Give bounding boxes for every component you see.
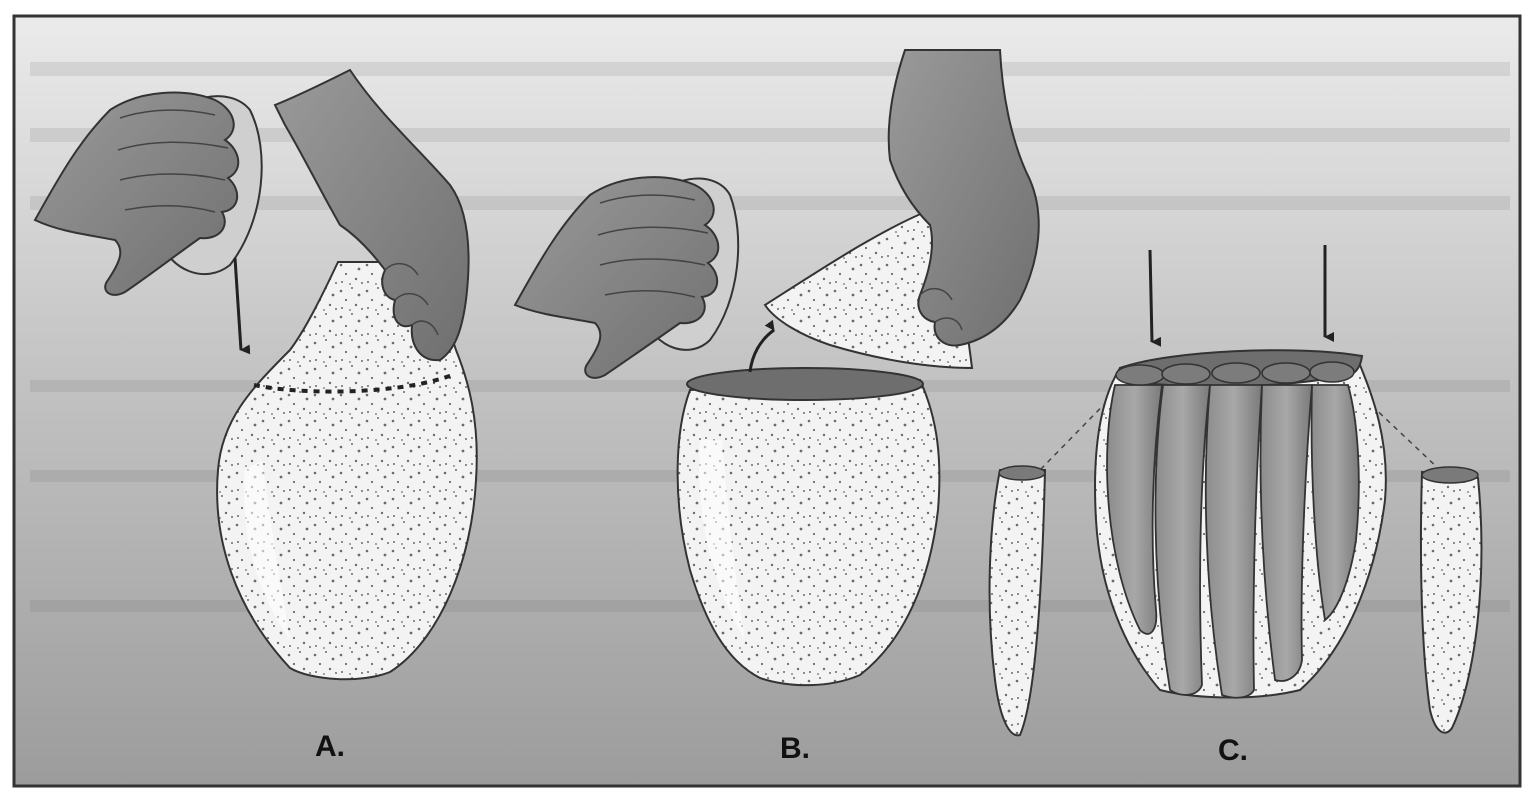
rim-opening-b [687, 368, 923, 400]
panel-b-label: B. [780, 732, 810, 765]
detached-piece-left-top [999, 466, 1045, 480]
arrow-c-left [1150, 250, 1152, 342]
panel-a-label: A. [315, 730, 345, 763]
detached-piece-right-top [1422, 467, 1478, 483]
panel-c-label: C. [1218, 734, 1248, 767]
